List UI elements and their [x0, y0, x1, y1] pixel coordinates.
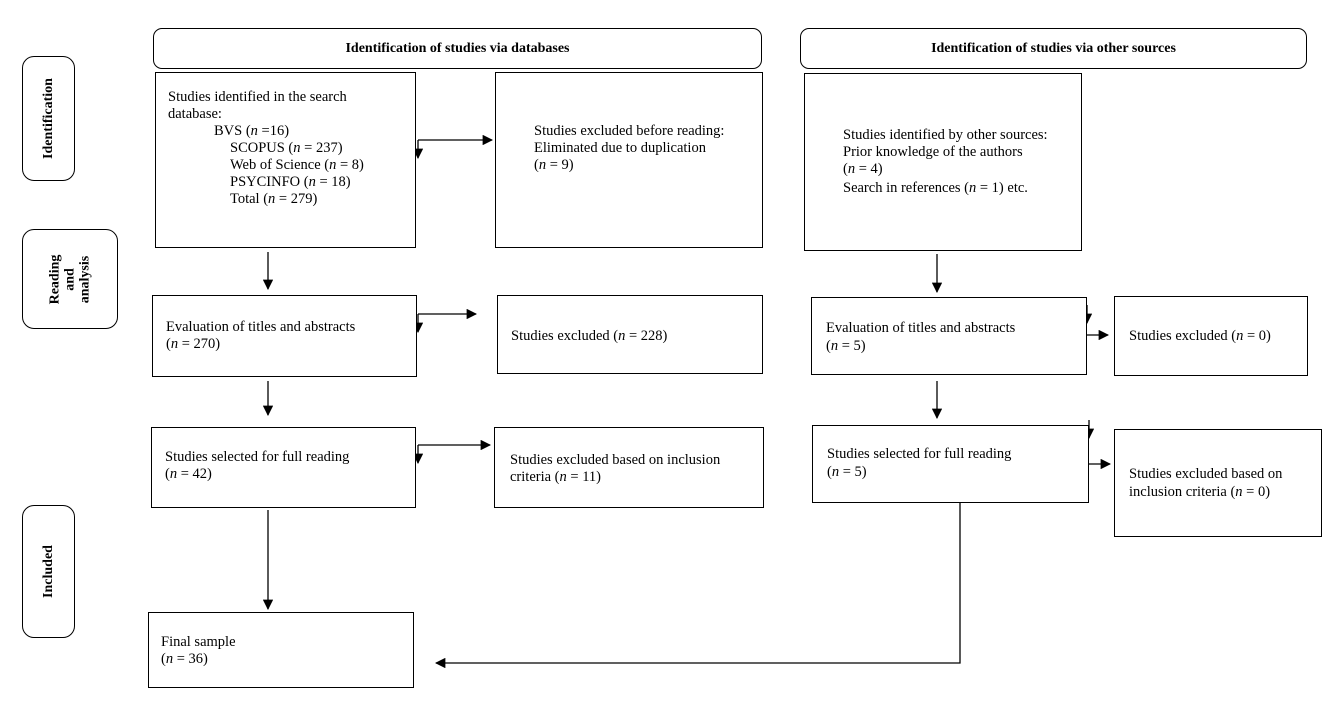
box-db-evaluation: Evaluation of titles and abstracts (n = …	[152, 295, 417, 377]
arrow-other-selected-to-final	[434, 503, 961, 669]
box-final-sample: Final sample (n = 36)	[148, 612, 414, 688]
db-item-wos: Web of Science (n = 8)	[230, 157, 364, 173]
db-identified-subtitle: database:	[168, 106, 222, 122]
box-db-identified: Studies identified in the search databas…	[155, 72, 416, 248]
box-db-excluded-criteria: Studies excluded based on inclusion crit…	[494, 427, 764, 508]
header-databases: Identification of studies via databases	[153, 28, 762, 69]
db-identified-title: Studies identified in the search	[168, 89, 347, 105]
stage-included: Included	[22, 505, 75, 638]
db-item-total: Total (n = 279)	[230, 191, 318, 207]
db-item-scopus: SCOPUS (n = 237)	[230, 140, 343, 156]
box-db-excluded-before: Studies excluded before reading: Elimina…	[495, 72, 763, 248]
box-db-selected: Studies selected for full reading (n = 4…	[151, 427, 416, 508]
box-other-excluded-criteria: Studies excluded based on inclusion crit…	[1114, 429, 1322, 537]
db-item-psycinfo: PSYCINFO (n = 18)	[230, 174, 351, 190]
box-other-excluded-eval: Studies excluded (n = 0)	[1114, 296, 1308, 376]
box-other-identified: Studies identified by other sources: Pri…	[804, 73, 1082, 251]
stage-identification: Identification	[22, 56, 75, 181]
stage-reading-analysis: Reading and analysis	[22, 229, 118, 329]
box-other-selected: Studies selected for full reading (n = 5…	[812, 425, 1089, 503]
header-other-sources: Identification of studies via other sour…	[800, 28, 1307, 69]
box-other-evaluation: Evaluation of titles and abstracts (n = …	[811, 297, 1087, 375]
db-item-bvs: BVS (n =16)	[214, 123, 290, 139]
box-db-excluded-eval: Studies excluded (n = 228)	[497, 295, 763, 374]
